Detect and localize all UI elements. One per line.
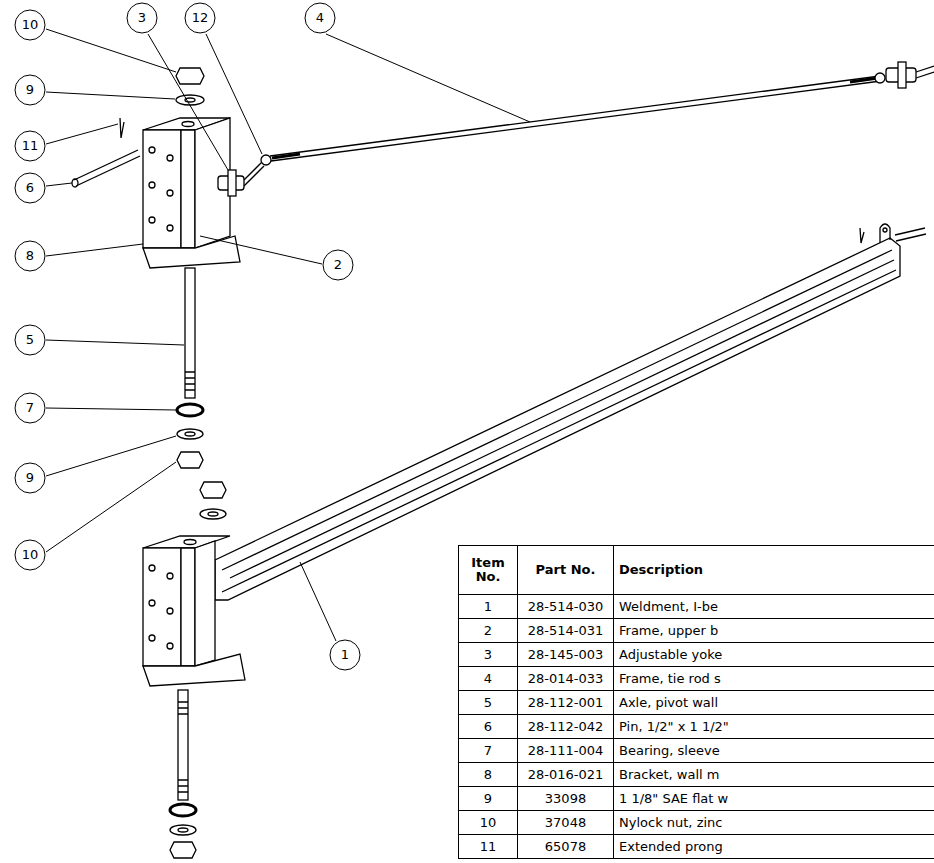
- callout-bubble: 9: [14, 462, 46, 494]
- table-cell: 1: [458, 595, 518, 619]
- callout-bubble: 11: [14, 130, 46, 162]
- table-cell: Axle, pivot wall: [614, 691, 934, 715]
- callout-number: 9: [14, 74, 46, 106]
- callout-bubble: 4: [304, 2, 336, 34]
- callout-number: 8: [14, 240, 46, 272]
- callout-bubble: 10: [14, 539, 46, 571]
- callout-number: 12: [184, 2, 216, 34]
- table-cell: Bracket, wall m: [614, 763, 934, 787]
- table-cell: Bearing, sleeve: [614, 739, 934, 763]
- callout-bubble: 7: [14, 392, 46, 424]
- table-cell: 28-514-031: [518, 619, 614, 643]
- callout-bubble: 9: [14, 74, 46, 106]
- callout-number: 5: [14, 324, 46, 356]
- table-cell: 28-145-003: [518, 643, 614, 667]
- table-cell: 28-112-042: [518, 715, 614, 739]
- table-cell: 28-014-033: [518, 667, 614, 691]
- table-cell: 28-514-030: [518, 595, 614, 619]
- table-header: Item No.: [458, 545, 518, 595]
- callout-number: 2: [322, 249, 354, 281]
- table-header: Description: [614, 545, 934, 595]
- table-cell: 28-112-001: [518, 691, 614, 715]
- table-cell: Extended prong: [614, 835, 934, 859]
- callout-number: 10: [14, 9, 46, 41]
- table-cell: 3: [458, 643, 518, 667]
- callout-bubble: 3: [126, 2, 158, 34]
- table-cell: 2: [458, 619, 518, 643]
- table-cell: Weldment, I-be: [614, 595, 934, 619]
- callout-number: 11: [14, 130, 46, 162]
- callout-number: 9: [14, 462, 46, 494]
- table-cell: 6: [458, 715, 518, 739]
- callout-bubble: 8: [14, 240, 46, 272]
- table-cell: 11: [458, 835, 518, 859]
- table-cell: Adjustable yoke: [614, 643, 934, 667]
- table-cell: 7: [458, 739, 518, 763]
- callout-bubble: 10: [14, 9, 46, 41]
- table-cell: 37048: [518, 811, 614, 835]
- callout-number: 4: [304, 2, 336, 34]
- table-cell: 10: [458, 811, 518, 835]
- callout-bubble: 2: [322, 249, 354, 281]
- table-cell: 33098: [518, 787, 614, 811]
- table-cell: Frame, upper b: [614, 619, 934, 643]
- callout-number: 7: [14, 392, 46, 424]
- table-cell: Frame, tie rod s: [614, 667, 934, 691]
- table-cell: Nylock nut, zinc: [614, 811, 934, 835]
- callout-bubble: 5: [14, 324, 46, 356]
- callout-number: 3: [126, 2, 158, 34]
- table-cell: 1 1/8" SAE flat w: [614, 787, 934, 811]
- table-cell: 9: [458, 787, 518, 811]
- table-cell: Pin, 1/2" x 1 1/2": [614, 715, 934, 739]
- table-cell: 65078: [518, 835, 614, 859]
- table-header: Part No.: [518, 545, 614, 595]
- table-cell: 8: [458, 763, 518, 787]
- table-cell: 28-111-004: [518, 739, 614, 763]
- callout-bubble: 12: [184, 2, 216, 34]
- table-cell: 5: [458, 691, 518, 715]
- callout-bubble: 6: [14, 172, 46, 204]
- callout-number: 10: [14, 539, 46, 571]
- callout-number: 6: [14, 172, 46, 204]
- table-cell: 4: [458, 667, 518, 691]
- callout-number: 1: [329, 639, 361, 671]
- table-cell: 28-016-021: [518, 763, 614, 787]
- callout-bubble: 1: [329, 639, 361, 671]
